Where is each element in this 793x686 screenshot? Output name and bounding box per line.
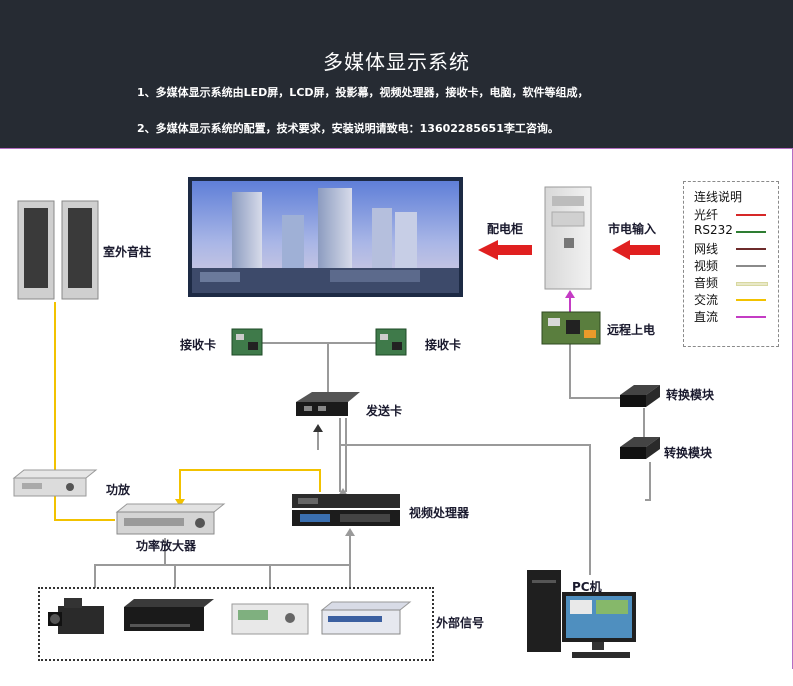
label-power-amplifier: 功率放大器 [136,539,197,553]
legend-item-label: 视频 [694,259,719,273]
converter-module-2 [620,437,660,459]
arrow-amp-down [175,499,185,507]
distribution-cabinet [544,186,592,290]
sending-card-device [296,392,360,416]
led-screen [188,177,463,297]
remote-power-board [541,311,601,345]
wire-poweramp-processor [179,469,321,505]
video-camera [48,598,104,634]
wire-remote-converter [569,344,620,399]
arrow-sender-up [313,424,323,432]
arrow-red-cabinet [478,240,532,260]
receive-card-left-device [231,328,263,356]
label-receive-card-left: 接收卡 [180,338,217,352]
label-remote-power: 远程上电 [607,323,656,337]
legend-swatch [736,214,766,216]
label-converter-1: 转换模块 [666,388,715,402]
label-external-signal: 外部信号 [436,616,485,630]
legend-swatch [736,316,766,318]
legend-swatch [736,282,768,286]
label-speaker: 室外音柱 [103,245,152,259]
page-title: 多媒体显示系统 [323,50,470,74]
legend-item-label: 网线 [694,242,719,256]
legend-item-label: RS232 [694,223,733,237]
external-signal-group [38,587,434,661]
label-distribution-cabinet: 配电柜 [487,222,524,236]
label-mains-input: 市电输入 [608,222,657,236]
description-line-1: 1、多媒体显示系统由LED屏，LCD屏，投影幕，视频处理器，接收卡，电脑，软件等… [137,86,589,99]
label-converter-2: 转换模块 [664,446,713,460]
dvd-recorder [124,599,214,631]
legend-swatch [736,248,766,250]
amplifier-device [12,469,98,497]
wire-converter-pc [645,462,651,501]
wire-amp-poweramp [54,496,115,521]
power-amplifier-device [115,503,226,535]
label-pc: PC机 [572,580,602,594]
legend-swatch [736,299,766,301]
pc-computer [527,570,636,658]
legend-title: 连线说明 [694,190,743,204]
legend-item-label: 音频 [694,276,719,290]
legend-item-label: 交流 [694,293,719,307]
outdoor-speaker-columns [17,200,99,300]
label-amplifier: 功放 [106,483,131,497]
receive-card-right-device [375,328,407,356]
converter-module-1 [620,385,660,407]
label-sending-card: 发送卡 [366,404,403,418]
label-receive-card-right: 接收卡 [425,338,462,352]
arrow-external-up [345,528,355,536]
label-video-processor: 视频处理器 [409,506,470,520]
legend-swatch [736,265,766,267]
wire-external-bus [94,530,351,588]
legend-item-label: 光纤 [694,208,719,222]
legend-item-label: 直流 [694,310,719,324]
header-banner: 多媒体显示系统 1、多媒体显示系统由LED屏，LCD屏，投影幕，视频处理器，接收… [0,0,793,148]
tuner-device [320,601,412,635]
arrow-dc-up [565,290,575,298]
power-flow-arrows [478,240,660,260]
signal-generator [231,603,309,635]
wire-sender-to-pc [340,444,591,575]
wiring [54,293,651,588]
legend-swatch [736,231,766,233]
video-processor-device [292,494,400,526]
arrow-red-mains [612,240,660,260]
description-line-2: 2、多媒体显示系统的配置，技术要求，安装说明请致电：13602285651李工咨… [137,122,559,135]
